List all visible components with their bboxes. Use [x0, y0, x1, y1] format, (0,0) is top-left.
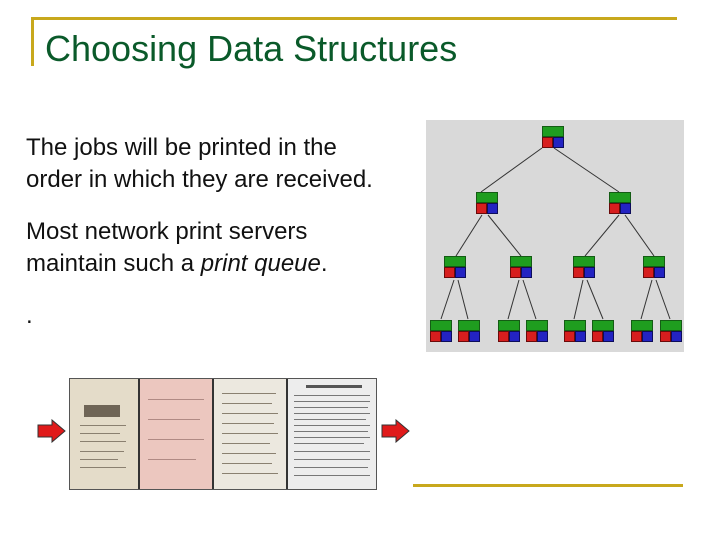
tree-node-icon [643, 256, 665, 278]
tree-node-icon [631, 320, 653, 342]
arrow-right-icon [37, 419, 66, 443]
tree-node-icon [476, 192, 498, 214]
tree-node-icon [564, 320, 586, 342]
tree-node-icon [444, 256, 466, 278]
binary-tree-image [426, 120, 684, 352]
tree-node-icon [542, 126, 564, 148]
tree-node-icon [430, 320, 452, 342]
tree-node-icon [573, 256, 595, 278]
document-page [288, 379, 376, 489]
document-divider [286, 379, 288, 489]
paragraph-print-order: The jobs will be printed in the order in… [26, 134, 373, 193]
tree-node-icon [458, 320, 480, 342]
tree-node-icon [498, 320, 520, 342]
tree-node-icon [592, 320, 614, 342]
arrow-right-icon [381, 419, 410, 443]
paragraph-print-queue-prefix: Most network print servers maintain such… [26, 218, 308, 277]
tree-node-icon [526, 320, 548, 342]
document-divider [212, 379, 214, 489]
print-queue-term: print queue [200, 250, 321, 277]
title-accent-rule-top [31, 17, 677, 20]
print-jobs-documents-image [69, 378, 377, 490]
bottom-accent-rule [413, 484, 683, 487]
slide-title: Choosing Data Structures [45, 28, 458, 69]
paragraph-ellipsis: . [26, 302, 33, 329]
paragraph-print-queue-suffix: . [320, 250, 328, 277]
slide-body: The jobs will be printed in the order in… [26, 132, 386, 352]
tree-edges [440, 147, 671, 320]
document-page [140, 379, 212, 489]
document-divider [138, 379, 140, 489]
document-page [214, 379, 286, 489]
paragraph-print-queue: Most network print servers maintain such… [26, 216, 386, 280]
tree-node-icon [609, 192, 631, 214]
tree-node-icon [510, 256, 532, 278]
title-accent-rule-left [31, 17, 34, 66]
tree-node-icon [660, 320, 682, 342]
document-page [70, 379, 138, 489]
